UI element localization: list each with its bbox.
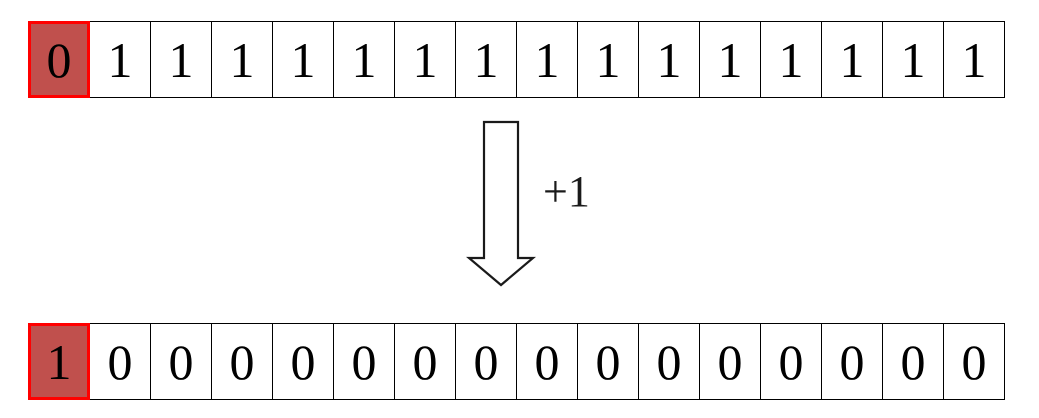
bit-cell: 1 (394, 21, 456, 98)
bit-cell: 0 (943, 323, 1005, 400)
bit-cell: 0 (394, 323, 456, 400)
bit-cell: 1 (455, 21, 517, 98)
bit-cell: 0 (516, 323, 578, 400)
bit-cell: 0 (211, 323, 273, 400)
bit-cell: 0 (760, 323, 822, 400)
bit-cell-highlighted: 1 (28, 323, 90, 400)
bit-cell: 0 (821, 323, 883, 400)
bit-cell: 0 (333, 323, 395, 400)
bit-cell: 1 (699, 21, 761, 98)
bit-cell: 1 (272, 21, 334, 98)
bit-cell: 1 (89, 21, 151, 98)
arrow-label: +1 (543, 167, 590, 216)
bit-cell: 0 (882, 323, 944, 400)
bit-cell: 1 (638, 21, 700, 98)
bit-cell: 1 (150, 21, 212, 98)
bit-cell: 0 (455, 323, 517, 400)
bit-cell: 1 (882, 21, 944, 98)
bit-cell: 0 (699, 323, 761, 400)
bit-cell: 1 (333, 21, 395, 98)
bit-cell: 1 (211, 21, 273, 98)
bit-cell: 0 (638, 323, 700, 400)
bit-cell-highlighted: 0 (28, 21, 90, 98)
increment-arrow (466, 120, 536, 288)
bit-cell: 0 (89, 323, 151, 400)
bit-cell: 1 (821, 21, 883, 98)
bit-cell: 0 (150, 323, 212, 400)
bit-cell: 0 (272, 323, 334, 400)
bit-cell: 1 (760, 21, 822, 98)
arrow-down-icon (466, 120, 536, 287)
bit-cell: 1 (516, 21, 578, 98)
bit-cell: 1 (943, 21, 1005, 98)
bit-cell: 0 (577, 323, 639, 400)
bit-cell: 1 (577, 21, 639, 98)
